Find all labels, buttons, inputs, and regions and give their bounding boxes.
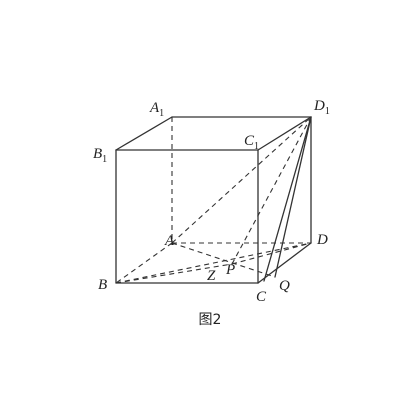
- vertex-labels: A1 D1 B1 C1 A D B C P Q Z: [93, 98, 330, 305]
- hidden-lines: [115, 116, 312, 284]
- segment-d1-c-diag: [263, 116, 312, 282]
- label-d: D: [316, 232, 328, 248]
- segment-b-p: [115, 263, 233, 284]
- segment-d1-q: [274, 116, 312, 278]
- visible-edges: [115, 116, 312, 284]
- label-b1: B1: [93, 146, 107, 165]
- diagonal-a-d1: [171, 116, 312, 244]
- edge-c-d: [257, 242, 312, 284]
- label-a: A: [164, 233, 175, 249]
- segment-a-q: [171, 242, 276, 278]
- label-b: B: [98, 277, 107, 293]
- edge-c1-d1: [257, 116, 312, 151]
- label-a1: A1: [149, 100, 164, 119]
- label-z: Z: [207, 268, 216, 284]
- label-d1: D1: [313, 98, 330, 117]
- label-c1: C1: [244, 133, 259, 152]
- figure-caption: 图2: [199, 312, 222, 328]
- segment-b-d: [115, 242, 312, 284]
- edge-a1-b1: [115, 116, 173, 151]
- segment-p-d1: [231, 116, 312, 265]
- label-c: C: [256, 289, 267, 305]
- label-p: P: [225, 262, 235, 278]
- edge-a-b: [115, 242, 173, 284]
- label-q: Q: [279, 278, 290, 294]
